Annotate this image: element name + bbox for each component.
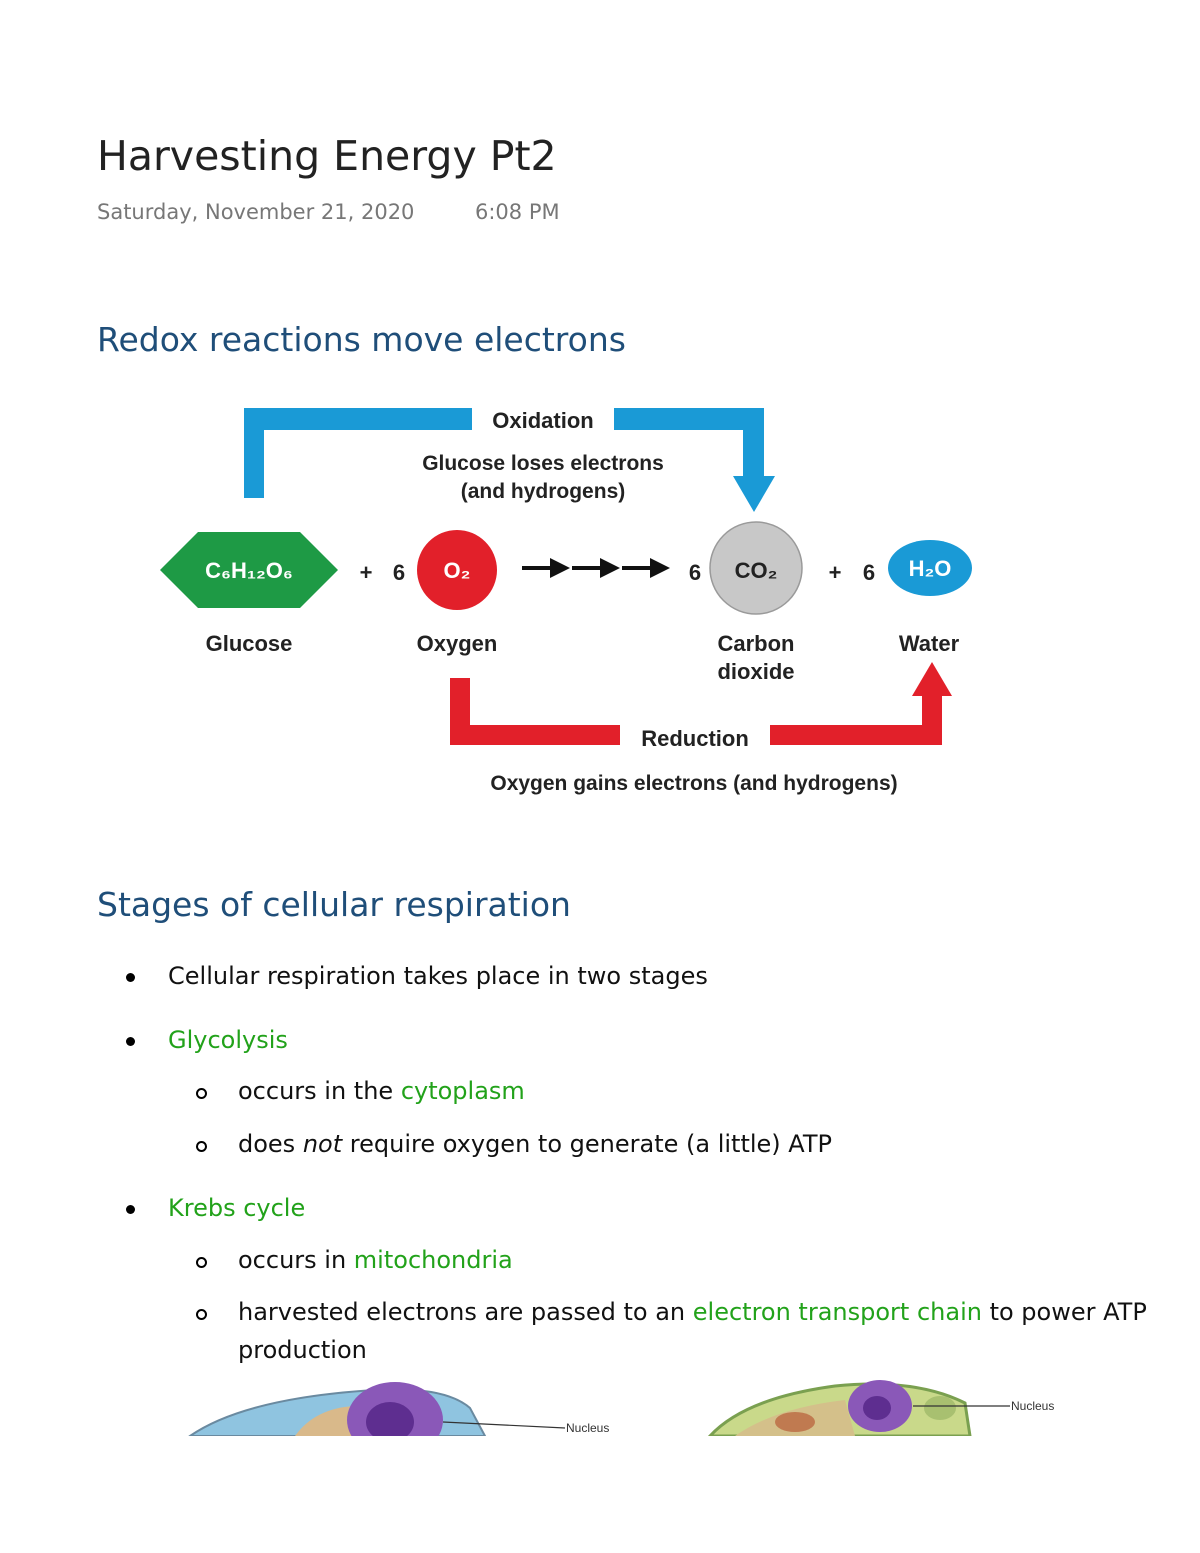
oxidation-desc-line2: (and hydrogens) bbox=[461, 480, 626, 503]
bullet-dot bbox=[126, 1037, 135, 1046]
co2-coefficient: 6 bbox=[689, 560, 701, 585]
h2o-formula: H₂O bbox=[909, 556, 952, 581]
o2-formula: O₂ bbox=[444, 558, 471, 583]
list-item: Cellular respiration takes place in two … bbox=[168, 962, 708, 990]
sub-list-item: does not require oxygen to generate (a l… bbox=[238, 1130, 832, 1158]
oxidation-arrow bbox=[244, 408, 775, 512]
sub-list-item: harvested electrons are passed to an ele… bbox=[238, 1298, 1147, 1326]
page-title: Harvesting Energy Pt2 bbox=[97, 132, 557, 180]
sub-bullet-circle bbox=[196, 1309, 207, 1320]
list-item-krebs: Krebs cycle bbox=[168, 1194, 306, 1222]
highlight-etc: electron transport chain bbox=[692, 1298, 982, 1326]
note-time: 6:08 PM bbox=[475, 200, 560, 224]
h2o-coefficient: 6 bbox=[863, 560, 875, 585]
section-heading-redox: Redox reactions move electrons bbox=[97, 320, 626, 359]
sub-list-item-continuation: production bbox=[238, 1336, 367, 1364]
animal-cell-image: Nucleus bbox=[188, 1382, 609, 1436]
sub-bullet-circle bbox=[196, 1257, 207, 1268]
co2-formula: CO₂ bbox=[735, 558, 778, 583]
sub-list-item: occurs in mitochondria bbox=[238, 1246, 513, 1274]
glucose-hexagon bbox=[160, 532, 338, 608]
plus-sign: + bbox=[360, 560, 373, 585]
glucose-formula: C₆H₁₂O₆ bbox=[205, 558, 293, 583]
plus-sign-2: + bbox=[829, 560, 842, 585]
bullet-dot bbox=[126, 1205, 135, 1214]
highlight-mitochondria: mitochondria bbox=[353, 1246, 513, 1274]
co2-circle bbox=[709, 521, 803, 615]
oxygen-circle bbox=[417, 530, 497, 610]
nucleus-label-right: Nucleus bbox=[1011, 1399, 1054, 1413]
oxidation-label: Oxidation bbox=[492, 408, 593, 433]
reaction-arrows bbox=[522, 558, 670, 578]
co2-label-line1: Carbon bbox=[718, 631, 795, 656]
o2-coefficient: 6 bbox=[393, 560, 405, 585]
bullet-dot bbox=[126, 973, 135, 982]
sub-bullet-circle bbox=[196, 1141, 207, 1152]
highlight-cytoplasm: cytoplasm bbox=[400, 1077, 525, 1105]
nucleus-label-left: Nucleus bbox=[566, 1421, 609, 1435]
list-item-glycolysis: Glycolysis bbox=[168, 1026, 288, 1054]
section-heading-stages: Stages of cellular respiration bbox=[97, 885, 571, 924]
note-date: Saturday, November 21, 2020 bbox=[97, 200, 415, 224]
plant-cell-image: Nucleus bbox=[707, 1380, 1054, 1436]
water-label: Water bbox=[899, 631, 960, 656]
water-ellipse bbox=[888, 540, 972, 596]
reduction-label: Reduction bbox=[641, 726, 749, 751]
reduction-desc: Oxygen gains electrons (and hydrogens) bbox=[490, 772, 897, 795]
sub-bullet-circle bbox=[196, 1088, 207, 1099]
sub-list-item: occurs in the cytoplasm bbox=[238, 1077, 525, 1105]
oxidation-desc-line1: Glucose loses electrons bbox=[422, 452, 664, 475]
glucose-label: Glucose bbox=[206, 631, 293, 656]
co2-label-line2: dioxide bbox=[717, 659, 794, 684]
reduction-arrow bbox=[450, 662, 952, 745]
oxygen-label: Oxygen bbox=[417, 631, 498, 656]
redox-diagram: Oxidation Glucose loses electrons (and h… bbox=[160, 408, 972, 795]
